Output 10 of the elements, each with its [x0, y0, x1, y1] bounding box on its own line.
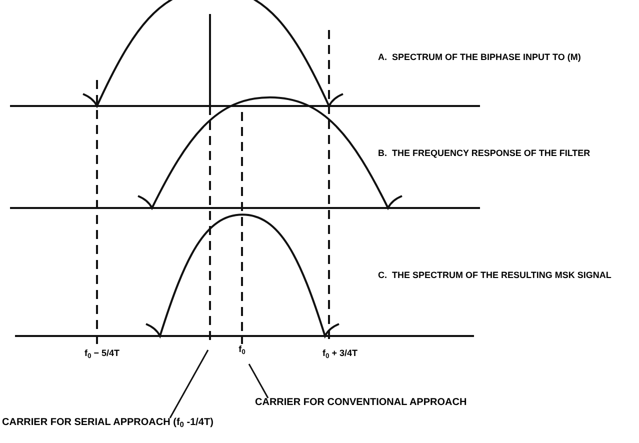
plot-caption: A. SPECTRUM OF THE BIPHASE INPUT TO (M): [378, 52, 582, 64]
leader-line: [169, 350, 209, 418]
axis-tick-label: f$_{0}$ + 3/4T: [321, 348, 359, 360]
plot-caption: B. THE FREQUENCY RESPONSE OF THE FILTER: [378, 148, 592, 160]
leader-line: [248, 364, 269, 398]
callout-text: CARRIER FOR SERIAL APPROACH (f$_{0}$ -1/4T): [2, 418, 252, 428]
axis-tick-label: f$_{0}$: [238, 344, 246, 356]
axis-tick-label: f$_{0}$ − 5/4T: [83, 348, 121, 360]
plot-caption: C. THE SPECTRUM OF THE RESULTING MSK SIGNAL: [378, 270, 612, 282]
callout-text: CARRIER FOR CONVENTIONAL APPROACH: [255, 398, 495, 408]
